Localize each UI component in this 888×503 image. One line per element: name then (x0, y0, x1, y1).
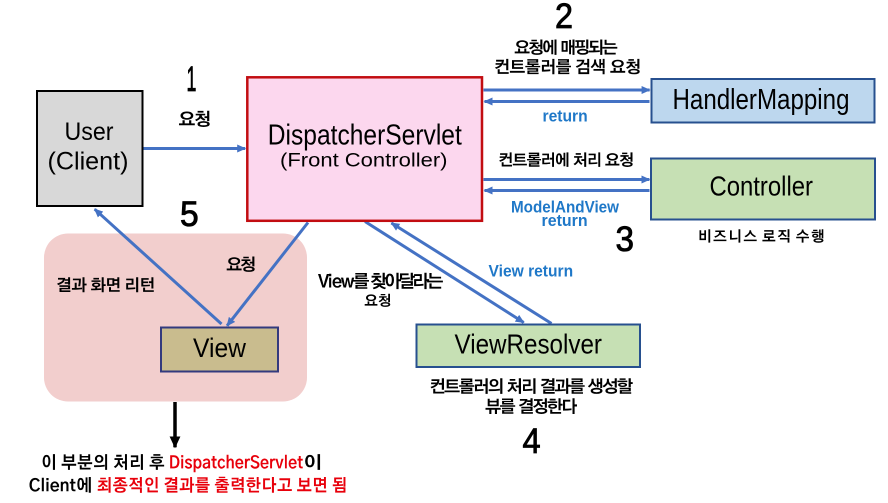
svg-text:User: User (65, 118, 114, 146)
svg-text:return: return (543, 106, 588, 125)
svg-text:ModelAndView: ModelAndView (511, 198, 620, 217)
svg-text:View: View (193, 333, 246, 363)
svg-text:(Client): (Client) (48, 148, 129, 176)
svg-text:Controller: Controller (710, 170, 814, 201)
svg-text:(Front Controller): (Front Controller) (280, 150, 448, 171)
svg-text:ViewResolver: ViewResolver (455, 329, 603, 360)
svg-text:4: 4 (523, 422, 541, 461)
svg-text:HandlerMapping: HandlerMapping (673, 84, 850, 116)
svg-text:1: 1 (187, 60, 197, 99)
svg-text:5: 5 (180, 195, 199, 234)
svg-text:DispatcherServlet: DispatcherServlet (268, 120, 462, 152)
svg-text:3: 3 (616, 220, 635, 259)
svg-text:return: return (542, 211, 588, 230)
svg-text:View return: View return (489, 262, 574, 281)
svg-text:2: 2 (555, 0, 573, 36)
